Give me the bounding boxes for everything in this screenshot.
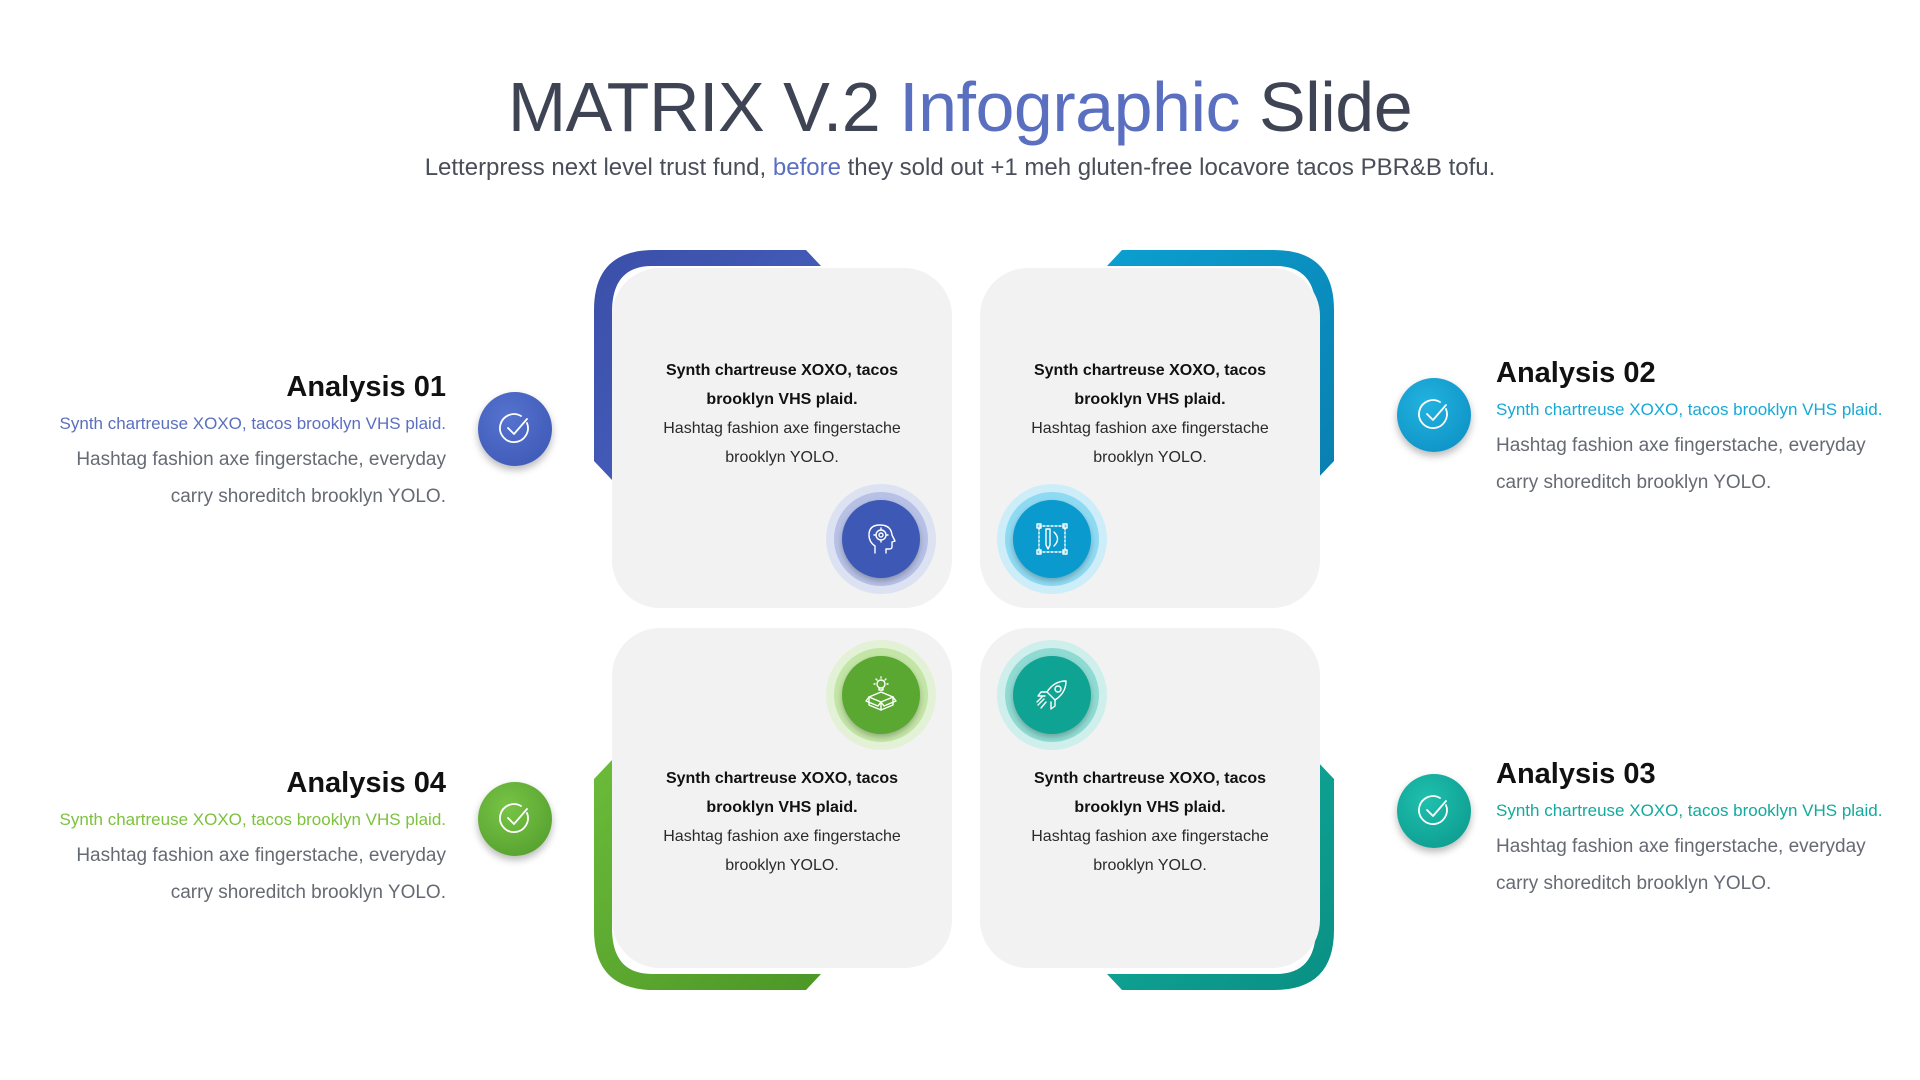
card-icon-1 (826, 484, 936, 594)
card-heading: Synth chartreuse XOXO, tacos brooklyn VH… (665, 362, 899, 408)
card-text: Synth chartreuse XOXO, tacos brooklyn VH… (1010, 764, 1290, 880)
card-icon-3 (997, 640, 1107, 750)
check-bullet-2 (1397, 378, 1471, 452)
card-body: Hashtag fashion axe fingerstache brookly… (663, 828, 901, 874)
card-icon-2 (997, 484, 1107, 594)
subtitle-accent-text: before (772, 154, 841, 181)
check-bullet-4 (478, 782, 552, 856)
analysis-desc: Hashtag fashion axe fingerstache, everyd… (1496, 435, 1866, 493)
analysis-tag: Synth chartreuse XOXO, tacos brooklyn VH… (59, 414, 446, 433)
card-body: Hashtag fashion axe fingerstache brookly… (663, 420, 901, 466)
check-icon (1418, 399, 1448, 429)
frame-corner-teal (1107, 760, 1334, 990)
frame-corner-green (594, 760, 821, 990)
check-icon (499, 803, 529, 833)
analysis-tag: Synth chartreuse XOXO, tacos brooklyn VH… (59, 810, 446, 829)
analysis-desc: Hashtag fashion axe fingerstache, everyd… (76, 449, 446, 507)
analysis-title: Analysis 02 (1496, 357, 1656, 389)
slide-subtitle: Letterpress next level trust fund, befor… (0, 150, 1920, 186)
analysis-title: Analysis 03 (1496, 758, 1656, 790)
analysis-desc: Hashtag fashion axe fingerstache, everyd… (76, 845, 446, 903)
analysis-01-block: Analysis 01 Synth chartreuse XOXO, tacos… (46, 367, 446, 515)
frame-corner-cyan (1107, 250, 1334, 480)
analysis-tag: Synth chartreuse XOXO, tacos brooklyn VH… (1496, 801, 1883, 820)
card-body: Hashtag fashion axe fingerstache brookly… (1031, 420, 1269, 466)
subtitle-text: Letterpress next level trust fund, (424, 154, 773, 181)
check-bullet-3 (1397, 774, 1471, 848)
title-text-end: Slide (1240, 68, 1413, 146)
check-bullet-1 (478, 392, 552, 466)
analysis-title: Analysis 04 (286, 767, 446, 799)
matrix-frame (594, 250, 1334, 990)
head-brain-icon (868, 524, 896, 554)
analysis-04-block: Analysis 04 Synth chartreuse XOXO, tacos… (46, 763, 446, 911)
title-accent-text: Infographic (899, 68, 1241, 146)
analysis-02-block: Analysis 02 Synth chartreuse XOXO, tacos… (1496, 353, 1896, 501)
card-heading: Synth chartreuse XOXO, tacos brooklyn VH… (1033, 770, 1267, 816)
analysis-desc: Hashtag fashion axe fingerstache, everyd… (1496, 836, 1866, 894)
slide-title: MATRIX V.2 Infographic Slide (0, 62, 1920, 152)
card-text: Synth chartreuse XOXO, tacos brooklyn VH… (642, 764, 922, 880)
idea-box-icon (865, 676, 897, 711)
rocket-icon (1036, 680, 1067, 710)
check-icon (1418, 795, 1448, 825)
analysis-tag: Synth chartreuse XOXO, tacos brooklyn VH… (1496, 400, 1883, 419)
card-text: Synth chartreuse XOXO, tacos brooklyn VH… (642, 356, 922, 472)
card-heading: Synth chartreuse XOXO, tacos brooklyn VH… (1033, 362, 1267, 408)
analysis-03-block: Analysis 03 Synth chartreuse XOXO, tacos… (1496, 754, 1896, 902)
card-text: Synth chartreuse XOXO, tacos brooklyn VH… (1010, 356, 1290, 472)
card-icon-4 (826, 640, 936, 750)
check-icon (499, 413, 529, 443)
design-tool-icon (1036, 523, 1068, 555)
title-text: MATRIX V.2 (507, 68, 900, 146)
frame-corner-blue (594, 250, 821, 480)
analysis-title: Analysis 01 (286, 371, 446, 403)
subtitle-text-end: they sold out +1 meh gluten-free locavor… (840, 154, 1496, 181)
card-heading: Synth chartreuse XOXO, tacos brooklyn VH… (665, 770, 899, 816)
card-body: Hashtag fashion axe fingerstache brookly… (1031, 828, 1269, 874)
